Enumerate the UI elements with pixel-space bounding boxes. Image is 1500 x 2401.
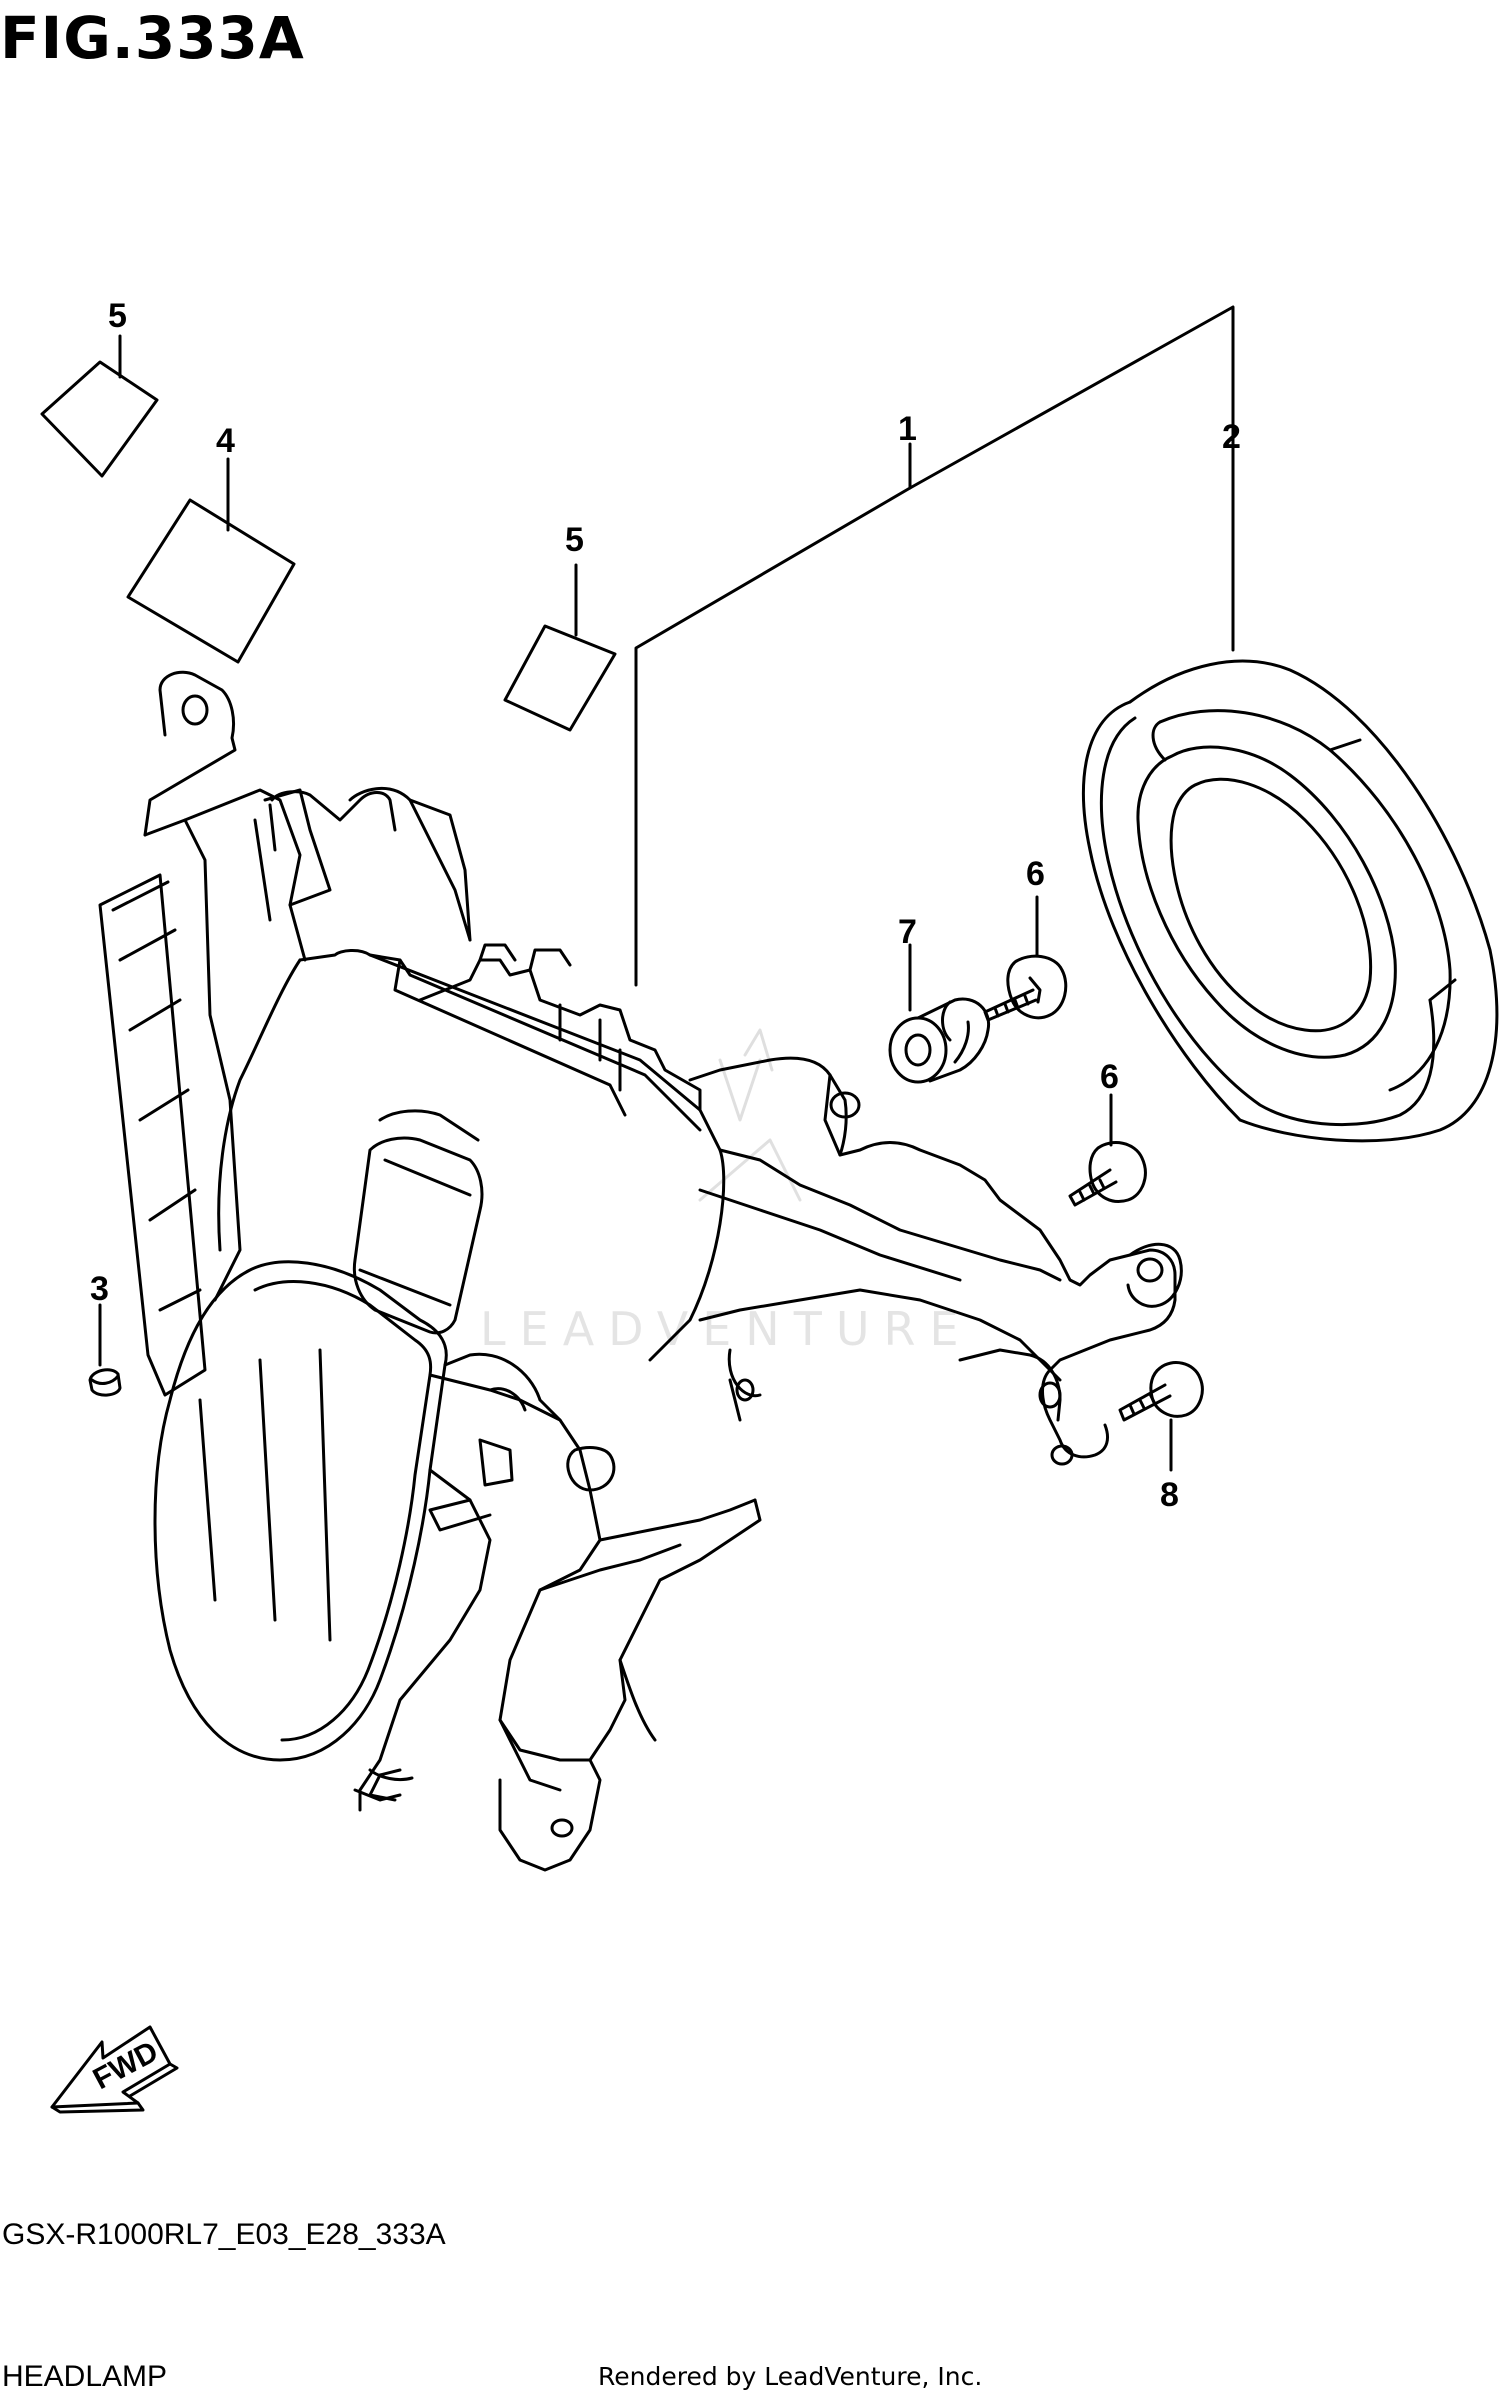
headlamp-assembly-part — [98, 670, 1183, 1872]
figure-code: GSX-R1000RL7_E03_E28_333A — [2, 2218, 446, 2251]
label-5-lower-part — [503, 624, 617, 732]
callout-5-lower: 5 — [565, 521, 584, 559]
watermark-text: LEADVENTURE — [480, 1302, 973, 1356]
callout-4: 4 — [216, 422, 235, 460]
screw-8-part — [1118, 1361, 1204, 1422]
label-4-part — [126, 498, 296, 664]
callout-1: 1 — [898, 410, 917, 448]
forward-arrow-icon — [50, 2025, 179, 2114]
callout-3: 3 — [90, 1270, 109, 1308]
leader-1 — [634, 442, 912, 987]
label-5-upper-part — [40, 360, 159, 478]
screw-6-upper-part — [983, 954, 1068, 1022]
callout-7: 7 — [898, 913, 917, 951]
callout-6-lower: 6 — [1100, 1058, 1119, 1096]
grommet-part — [888, 997, 991, 1084]
callout-5-upper: 5 — [108, 297, 127, 335]
cushion-part — [88, 1368, 122, 1397]
callout-6-upper: 6 — [1026, 855, 1045, 893]
leader-1-2-branch — [908, 305, 1235, 652]
cover-ring-part — [1081, 659, 1499, 1143]
figure-title: FIG.333A — [0, 4, 305, 72]
callout-8: 8 — [1160, 1476, 1179, 1514]
screw-6-lower-part — [1068, 1141, 1147, 1207]
render-credit: Rendered by LeadVenture, Inc. — [598, 2362, 983, 2391]
figure-name: HEADLAMP — [2, 2360, 168, 2393]
callout-2: 2 — [1222, 418, 1241, 456]
